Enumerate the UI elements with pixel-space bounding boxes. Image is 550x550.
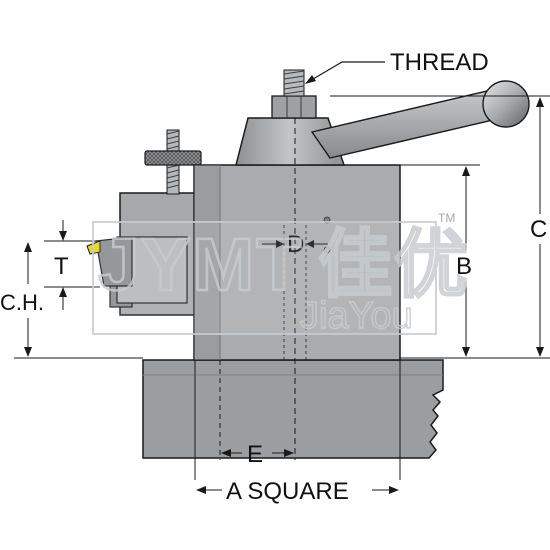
dim-e-arrow-right xyxy=(284,449,294,457)
watermark-chinese: 佳优 xyxy=(318,223,470,306)
label-b: B xyxy=(456,253,472,280)
body-screw-2 xyxy=(323,246,331,254)
watermark-logo: JYMT 佳优 JiaYou TM xyxy=(92,211,470,338)
dim-a-arrow-left xyxy=(196,486,206,494)
toolpost-body xyxy=(193,164,401,361)
label-d: D xyxy=(287,231,304,258)
dim-b-arrow-top xyxy=(462,166,470,176)
watermark-frame xyxy=(92,221,437,335)
screw-threads xyxy=(166,130,180,189)
stud-threads xyxy=(283,70,305,95)
dim-ch-arrow-bottom xyxy=(24,347,32,357)
label-e: E xyxy=(247,441,263,468)
thread-leader-arrow xyxy=(305,75,316,84)
dim-e-arrow-left xyxy=(221,449,231,457)
label-ch: C.H. xyxy=(0,290,44,315)
dim-c-arrow-bottom xyxy=(536,347,544,357)
label-a-square: A SQUARE xyxy=(226,478,349,505)
carriage-base xyxy=(142,359,444,459)
label-t: T xyxy=(54,253,69,280)
watermark-brand: JYMT xyxy=(98,223,303,306)
dim-d-arrow-right xyxy=(306,240,314,248)
label-thread: THREAD xyxy=(390,49,489,76)
thread-leader xyxy=(307,61,385,83)
label-c: C xyxy=(530,216,547,243)
watermark-sub: JiaYou xyxy=(300,295,413,337)
dim-t-arrow-top xyxy=(59,231,67,241)
clamp-handle xyxy=(310,87,511,159)
top-nut xyxy=(271,95,317,119)
body-left-side xyxy=(193,164,221,361)
dim-c-arrow-top xyxy=(536,97,544,107)
dim-ch-arrow-top xyxy=(24,242,32,252)
cutting-tool xyxy=(95,236,133,287)
dim-t-arrow-bottom xyxy=(59,287,67,297)
dim-d-arrow-left xyxy=(276,240,284,248)
dim-a-arrow-right xyxy=(389,486,399,494)
watermark-tm: TM xyxy=(438,211,455,225)
dim-b-arrow-bottom xyxy=(462,347,470,357)
knurled-nut xyxy=(144,150,202,166)
handle-ball xyxy=(482,80,530,128)
